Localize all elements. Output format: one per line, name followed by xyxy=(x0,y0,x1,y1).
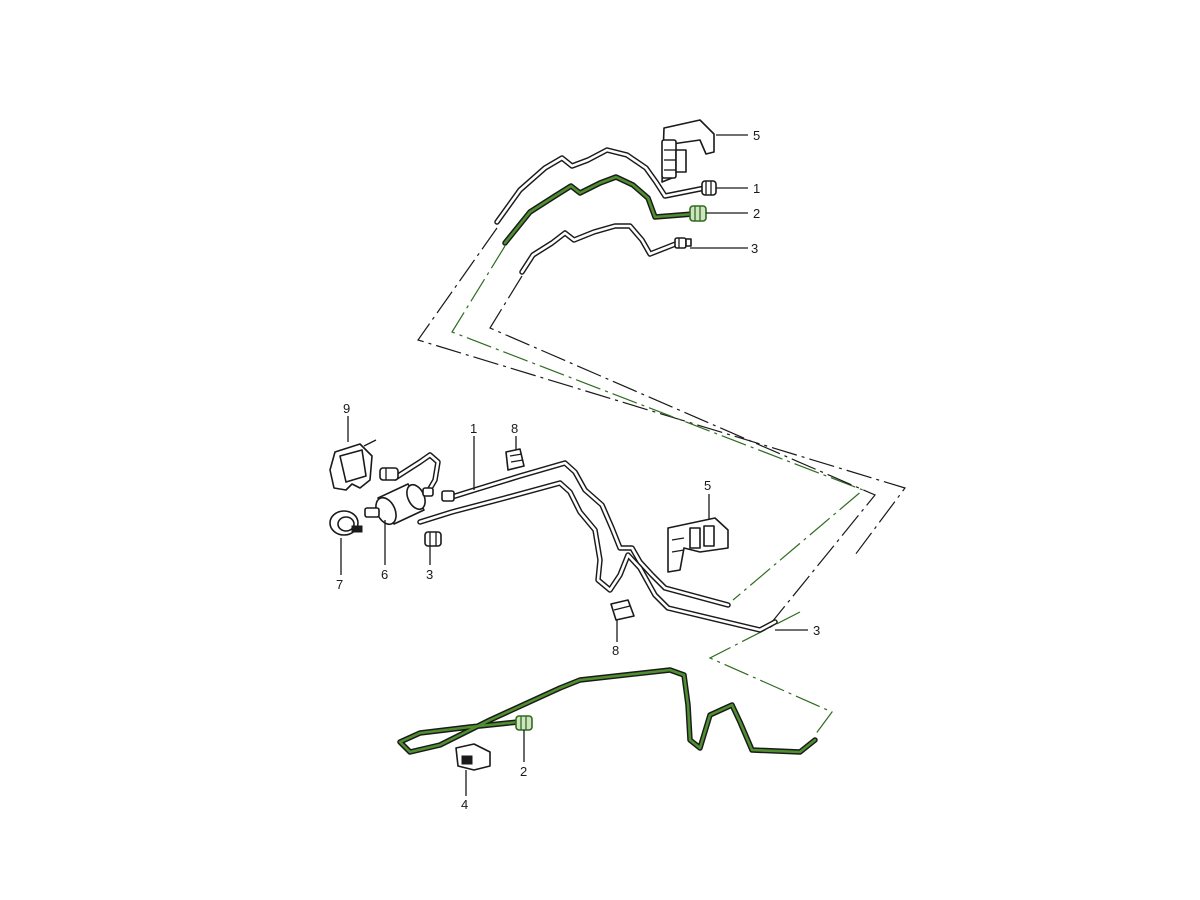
callout-mid-9: 9 xyxy=(343,401,350,416)
upper-pipe-assembly xyxy=(494,119,717,275)
lower-pipe-assembly xyxy=(397,667,818,771)
pump-connector-icon xyxy=(379,467,399,481)
upper-line-3 xyxy=(519,223,681,275)
callout-right-3: 3 xyxy=(813,623,820,638)
leader-lines xyxy=(340,134,808,796)
fuel-filter-icon xyxy=(364,483,434,526)
fitting-middle-3 xyxy=(424,531,442,547)
callout-mid-8a: 8 xyxy=(511,421,518,436)
hose-clamp-icon xyxy=(329,510,363,536)
bracket-icon xyxy=(661,119,715,183)
guide-line-3 xyxy=(489,275,876,623)
callout-mid-1: 1 xyxy=(470,421,477,436)
retainer-clip-icon xyxy=(455,743,491,771)
callout-bot-4: 4 xyxy=(461,797,468,812)
callout-mid-8b: 8 xyxy=(612,643,619,658)
pipe-clip-lower-icon xyxy=(610,599,635,621)
guide-line-2-lower xyxy=(708,611,833,736)
callout-bot-2: 2 xyxy=(520,764,527,779)
callout-top-5: 5 xyxy=(753,128,760,143)
callout-top-3: 3 xyxy=(751,241,758,256)
callout-top-2: 2 xyxy=(753,206,760,221)
lower-line-2 xyxy=(397,667,818,755)
callout-top-1: 1 xyxy=(753,181,760,196)
fitting-line-1 xyxy=(701,180,717,196)
callout-mid-3: 3 xyxy=(426,567,433,582)
callout-mid-6: 6 xyxy=(381,567,388,582)
guide-line-1 xyxy=(417,227,906,556)
fitting-lower-2 xyxy=(515,715,533,731)
connector-middle-1 xyxy=(441,490,455,502)
callout-mid-7: 7 xyxy=(336,577,343,592)
middle-pipe-assembly xyxy=(329,439,778,633)
pipe-clip-upper-icon xyxy=(505,448,525,471)
mounting-bracket-icon xyxy=(329,439,377,491)
fitting-line-2 xyxy=(689,205,707,222)
clip-holder-icon xyxy=(667,517,729,573)
callout-mid-5: 5 xyxy=(704,478,711,493)
callouts: 5 1 2 3 9 1 8 5 7 6 3 8 3 2 4 xyxy=(336,128,820,812)
guide-line-2 xyxy=(451,245,865,601)
fitting-line-3 xyxy=(674,237,692,249)
continuation-guides xyxy=(417,227,906,736)
